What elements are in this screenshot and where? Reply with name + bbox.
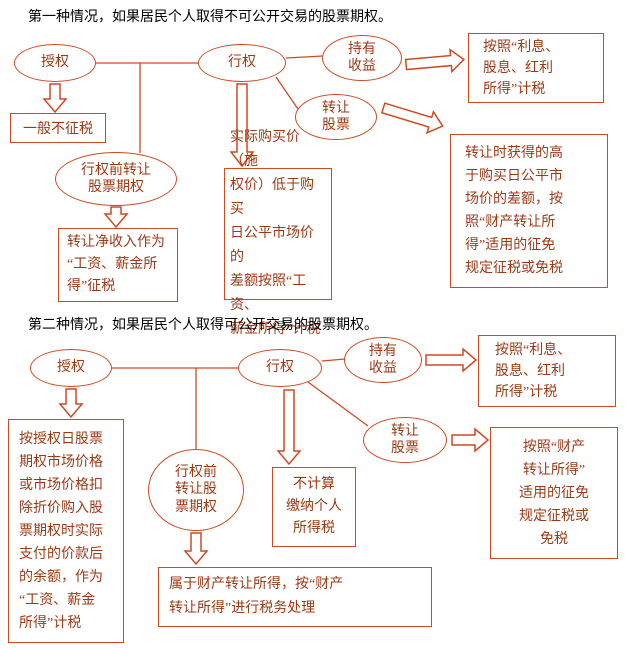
s1-no-tax-box: 一般不征税: [10, 113, 106, 143]
s2-preexercise-down-arrow: [183, 532, 209, 566]
s1-exercise-down-arrow: [229, 83, 255, 168]
s2-no-personal-tax-box: 不计算 缴纳个人 所得税: [272, 467, 356, 547]
s2-transferstock-right-arrow: [451, 427, 490, 453]
s1-transferstock-right-arrow: [380, 102, 444, 135]
s2-grant-tax-box: 按授权日股票 期权市场价格 或市场价格扣 除折价购入股 票期权时实际 支付的价款…: [8, 419, 124, 643]
s1-exercise-node: 行权: [198, 44, 286, 82]
s2-exercise-holdgain-line: [321, 358, 346, 362]
section1-title: 第一种情况，如果居民个人取得不可公开交易的股票期权。: [28, 10, 392, 25]
s1-transfer-stock-node: 转让 股票: [295, 94, 377, 140]
s1-net-income-box: 转让净收入作为 “工资、薪金所 得”征税: [58, 228, 178, 302]
s2-grant-node: 授权: [30, 349, 112, 387]
s2-grant-down-arrow: [58, 388, 84, 419]
s2-exercise-node: 行权: [238, 349, 322, 387]
s1-exercise-transferstock-line: [275, 76, 299, 110]
s1-holdgain-right-arrow: [404, 48, 466, 74]
s1-exercise-tax-box: 实际购买价（施 权价）低于购买 日公平市场价的 差额按照“工资、 薪金所得”计税: [224, 130, 332, 337]
s1-grant-down-arrow: [42, 83, 68, 114]
s1-grant-node: 授权: [14, 44, 96, 82]
s2-transfer-tax-box: 按照“财产 转让所得” 适用的征免 规定征税或 免税: [490, 427, 618, 559]
s2-exercise-transferstock-line: [307, 381, 369, 427]
s2-holdgain-right-arrow: [425, 347, 478, 373]
s2-pre-exercise-tax-box: 属于财产转让所得，按“财产 转让所得”进行税务处理: [158, 567, 432, 627]
s2-pre-exercise-node: 行权前 转让股 票期权: [148, 449, 244, 531]
s1-transfer-tax-box: 转让时获得的高 于购买日公平市 场价的差额，按 照“财产转让所 得”适用的征免 …: [450, 134, 608, 288]
s2-transfer-stock-node: 转让 股票: [363, 417, 447, 463]
s1-exercise-holdgain-line: [285, 55, 324, 59]
section2-title: 第二种情况，如果居民个人取得可公开交易的股票期权。: [28, 318, 378, 333]
s1-pre-exercise-node: 行权前转让 股票期权: [55, 152, 177, 206]
s1-preexercise-down-arrow: [103, 206, 129, 229]
s1-hold-gain-node: 持有 收益: [322, 35, 402, 81]
s2-hold-gain-node: 持有 收益: [344, 337, 422, 383]
s1-hold-tax-box: 按照“利息、 股息、红利 所得”计税: [468, 33, 604, 103]
s2-exercise-down-arrow: [276, 389, 302, 466]
s2-hold-tax-box: 按照“利息、 股息、红利 所得”计税: [478, 335, 616, 407]
